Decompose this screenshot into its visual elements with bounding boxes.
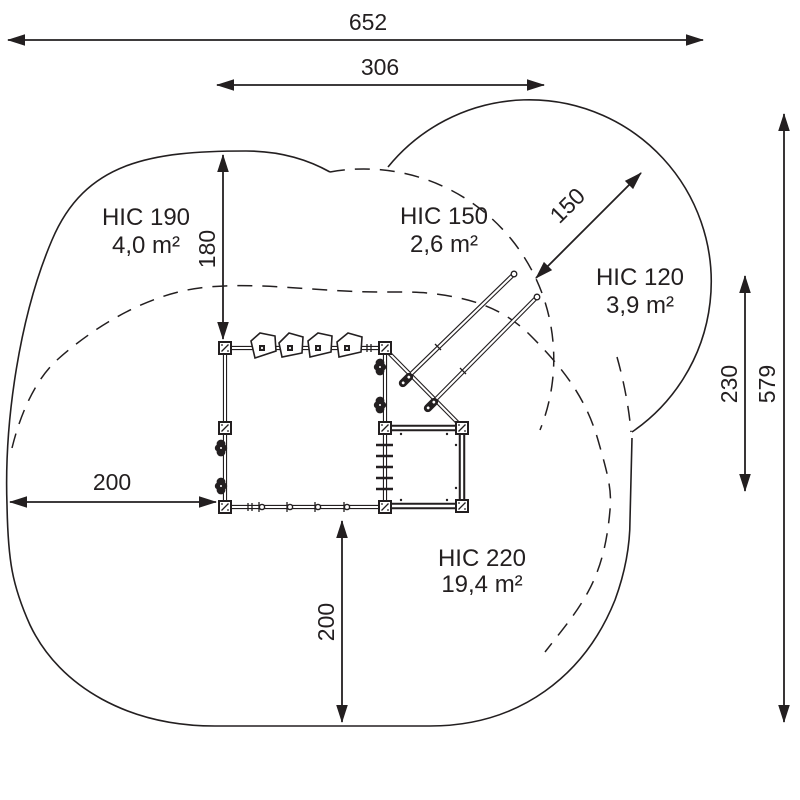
dimension-overall-height-value: 579 [754,365,780,403]
dimension-left-offset-value: 200 [93,469,131,495]
dimension-inner-width-value: 306 [361,54,399,80]
zone-label-hic150: HIC 150 2,6 m² [400,203,488,258]
climbing-grips [214,358,387,495]
dimension-slide-exit-value: 150 [545,183,591,229]
dimension-bottom-offset-value: 200 [313,603,339,641]
outer-zone-solid-outline-left [5,150,633,727]
zone-hic150-area: 2,6 m² [410,231,478,258]
dimension-top-offset-value: 180 [194,230,220,268]
zone-label-hic220: HIC 220 19,4 m² [438,545,526,598]
bottom-wall-fittings [247,502,351,512]
zone-hic190-area: 4,0 m² [112,232,180,259]
zone-outlines [5,99,713,727]
zone-hic220-area: 19,4 m² [441,571,522,598]
climbing-stones [250,332,372,360]
slide-rails [409,270,541,403]
zone-hic220-name: HIC 220 [438,545,526,572]
zone-label-hic190: HIC 190 4,0 m² [102,204,190,259]
dimension-overall-height: 579 [754,113,790,723]
platform-deck [389,424,466,510]
zone-hic120-area: 3,9 m² [606,292,674,319]
stone-fittings [259,345,350,351]
dimension-bottom-offset: 200 [313,520,348,723]
outer-zone-solid-outline-right [387,99,713,433]
dimension-left-offset: 200 [9,469,217,508]
dimension-overall-width-value: 652 [349,9,387,35]
zone-hic150-name: HIC 150 [400,203,488,230]
dimension-slide-exit: 150 [535,172,642,279]
dimension-top-offset: 180 [194,154,229,340]
play-structure [214,270,541,514]
dimension-inner-width: 306 [216,54,545,91]
zone-dashed-remnant [616,356,632,433]
dimension-overall-width: 652 [7,9,704,46]
structure-posts [218,341,469,514]
ladder [376,443,393,491]
rail-clamps [398,372,439,413]
dimensions: 652 306 180 150 230 579 200 200 [7,9,790,723]
zone-label-hic120: HIC 120 3,9 m² [596,264,684,319]
dimension-right-span: 230 [716,275,751,492]
zone-labels: HIC 190 4,0 m² HIC 150 2,6 m² HIC 120 3,… [102,203,684,598]
zone-hic190-name: HIC 190 [102,204,190,231]
zone-hic120-name: HIC 120 [596,264,684,291]
dimension-right-span-value: 230 [716,365,742,403]
hic150-dashed-circle [329,168,555,431]
hic220-dashed-boundary [11,284,612,653]
